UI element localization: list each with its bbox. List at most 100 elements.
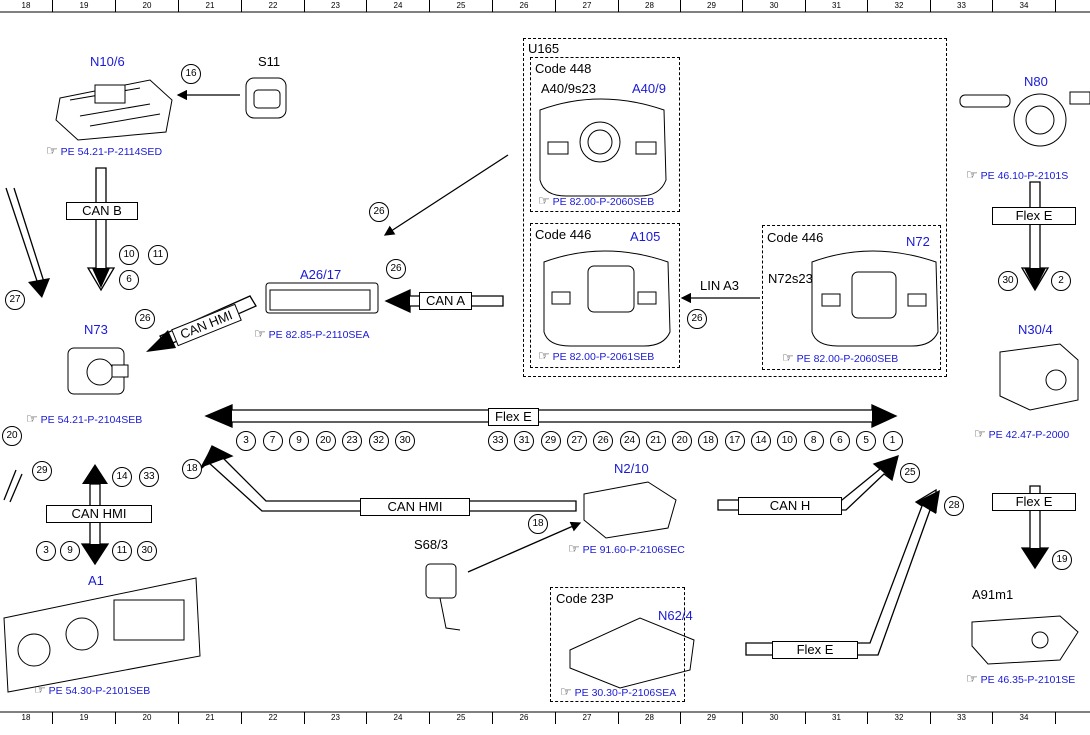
circle-27: 27 <box>5 290 25 310</box>
a1-cluster-icon <box>3 577 201 693</box>
grid-cell: 20 <box>116 712 179 724</box>
code448-label: Code 448 <box>535 61 592 76</box>
flex-e-wire-circle: 5 <box>856 431 877 451</box>
n80-label: N80 <box>1024 74 1048 89</box>
flex-e-wire-circle: 3 <box>236 431 256 451</box>
lin-a3-bus-label: LIN A3 <box>700 278 740 293</box>
flex-e-wire-circle: 20 <box>672 431 693 451</box>
a40-9s23-label: A40/9s23 <box>541 81 596 96</box>
grid-cell: 24 <box>367 712 430 724</box>
grid-cell: 23 <box>305 712 367 724</box>
grid-cell: 33 <box>931 712 993 724</box>
grid-cell: 18 <box>0 712 53 724</box>
grid-cell: 20 <box>116 0 179 12</box>
circle-18-b: 18 <box>528 514 548 534</box>
circle-26-c: 26 <box>135 309 155 329</box>
n72-label: N72 <box>906 234 930 249</box>
flex-e-wire-circle: 6 <box>829 431 850 451</box>
n30-4-ref-link[interactable]: ☞PE 42.47-P-2000 <box>974 426 1070 441</box>
circle-25: 25 <box>900 463 920 483</box>
circle-33-left: 33 <box>139 467 159 487</box>
grid-cell: 30 <box>743 0 806 12</box>
n30-4-label: N30/4 <box>1018 322 1053 337</box>
n80-steering-icon <box>959 91 1090 147</box>
a26-17-unit-icon <box>265 282 379 314</box>
code448-ref-link[interactable]: ☞PE 82.00-P-2060SEB <box>538 193 655 208</box>
flex-e-wire-circle: 30 <box>395 431 415 451</box>
circle-19: 19 <box>1052 550 1072 570</box>
grid-cell: 19 <box>53 712 116 724</box>
n30-4-ref-text: PE 42.47-P-2000 <box>988 429 1070 441</box>
grid-cell: 21 <box>179 0 242 12</box>
circle-11: 11 <box>148 245 168 265</box>
circle-11-left: 11 <box>112 541 132 561</box>
circle-30-right: 30 <box>998 271 1018 291</box>
a91m1-label: A91m1 <box>972 587 1014 602</box>
a105-label: A105 <box>630 229 661 244</box>
n80-ref-text: PE 46.10-P-2101S <box>980 170 1069 182</box>
n10-6-module-icon <box>55 79 173 141</box>
flex-e-wire-circle: 20 <box>315 431 336 451</box>
n62-4-label: N62/4 <box>658 608 693 623</box>
circle-9-left: 9 <box>60 541 80 561</box>
grid-cell: 30 <box>743 712 806 724</box>
flex-e-wire-circle: 29 <box>540 431 561 451</box>
flex-e-lower-right-label: Flex E <box>992 493 1076 511</box>
circle-2: 2 <box>1051 271 1071 291</box>
flex-e-bottom-label: Flex E <box>772 641 858 659</box>
n73-label: N73 <box>84 322 108 337</box>
grid-cell: 23 <box>305 0 367 12</box>
a26-17-ref-link[interactable]: ☞PE 82.85-P-2110SEA <box>254 326 370 341</box>
code448-box <box>530 57 680 212</box>
code23p-box <box>550 587 685 702</box>
can-a-bus-label: CAN A <box>419 292 473 310</box>
flex-e-wire-circle: 8 <box>803 431 824 451</box>
flex-e-wire-circle: 14 <box>751 431 771 451</box>
code448-ref-text: PE 82.00-P-2060SEB <box>552 196 655 208</box>
flex-e-wire-circle: 21 <box>645 431 666 451</box>
flex-e-wire-circle: 24 <box>619 431 640 451</box>
flex-e-top-right-label: Flex E <box>992 207 1076 225</box>
grid-cell: 27 <box>556 712 619 724</box>
circle-20-left: 20 <box>2 426 22 446</box>
can-hmi-lower-label: CAN HMI <box>360 498 470 516</box>
code23p-ref-link[interactable]: ☞PE 30.30-P-2106SEA <box>560 684 677 699</box>
grid-cell: 21 <box>179 712 242 724</box>
can-b-bus-label: CAN B <box>66 202 138 220</box>
flex-e-wire-circle: 32 <box>368 431 389 451</box>
circle-26-a: 26 <box>369 202 389 222</box>
code446-a-ref-link[interactable]: ☞PE 82.00-P-2061SEB <box>538 348 655 363</box>
n10-6-ref-text: PE 54.21-P-2114SED <box>60 146 163 158</box>
a1-ref-link[interactable]: ☞PE 54.30-P-2101SEB <box>34 682 151 697</box>
flex-e-wire-circle: 31 <box>514 431 535 451</box>
code446-b-box <box>762 225 941 370</box>
n2-10-ref-link[interactable]: ☞PE 91.60-P-2106SEC <box>568 541 685 556</box>
code446-b-ref-link[interactable]: ☞PE 82.00-P-2060SEB <box>782 350 899 365</box>
flex-e-wire-circle: 23 <box>342 431 362 451</box>
u165-box <box>523 38 947 377</box>
flex-e-wire-circle: 9 <box>289 431 309 451</box>
flex-e-wire-circle: 7 <box>262 431 283 451</box>
grid-cell: 24 <box>367 0 430 12</box>
n68-ref-link[interactable]: ☞PE 46.35-P-2101SE <box>966 671 1076 686</box>
code446-b-label: Code 446 <box>767 230 824 245</box>
grid-cell: 33 <box>931 0 993 12</box>
can-hmi-a1-label: CAN HMI <box>46 505 152 523</box>
circle-6: 6 <box>119 270 139 290</box>
code446-a-box <box>530 223 680 368</box>
grid-cell: 27 <box>556 0 619 12</box>
grid-cell: 34 <box>993 0 1056 12</box>
grid-cell: 32 <box>868 0 931 12</box>
a26-17-label: A26/17 <box>300 267 342 282</box>
n10-6-label: N10/6 <box>90 54 125 69</box>
n10-6-ref-link[interactable]: ☞PE 54.21-P-2114SED <box>46 143 163 158</box>
grid-cell: 19 <box>53 0 116 12</box>
n73-ref-link[interactable]: ☞PE 54.21-P-2104SEB <box>26 411 143 426</box>
n80-ref-link[interactable]: ☞PE 46.10-P-2101S <box>966 167 1069 182</box>
a1-ref-text: PE 54.30-P-2101SEB <box>48 685 151 697</box>
a40-9-label: A40/9 <box>632 81 666 96</box>
flex-e-wire-circle: 10 <box>777 431 798 451</box>
